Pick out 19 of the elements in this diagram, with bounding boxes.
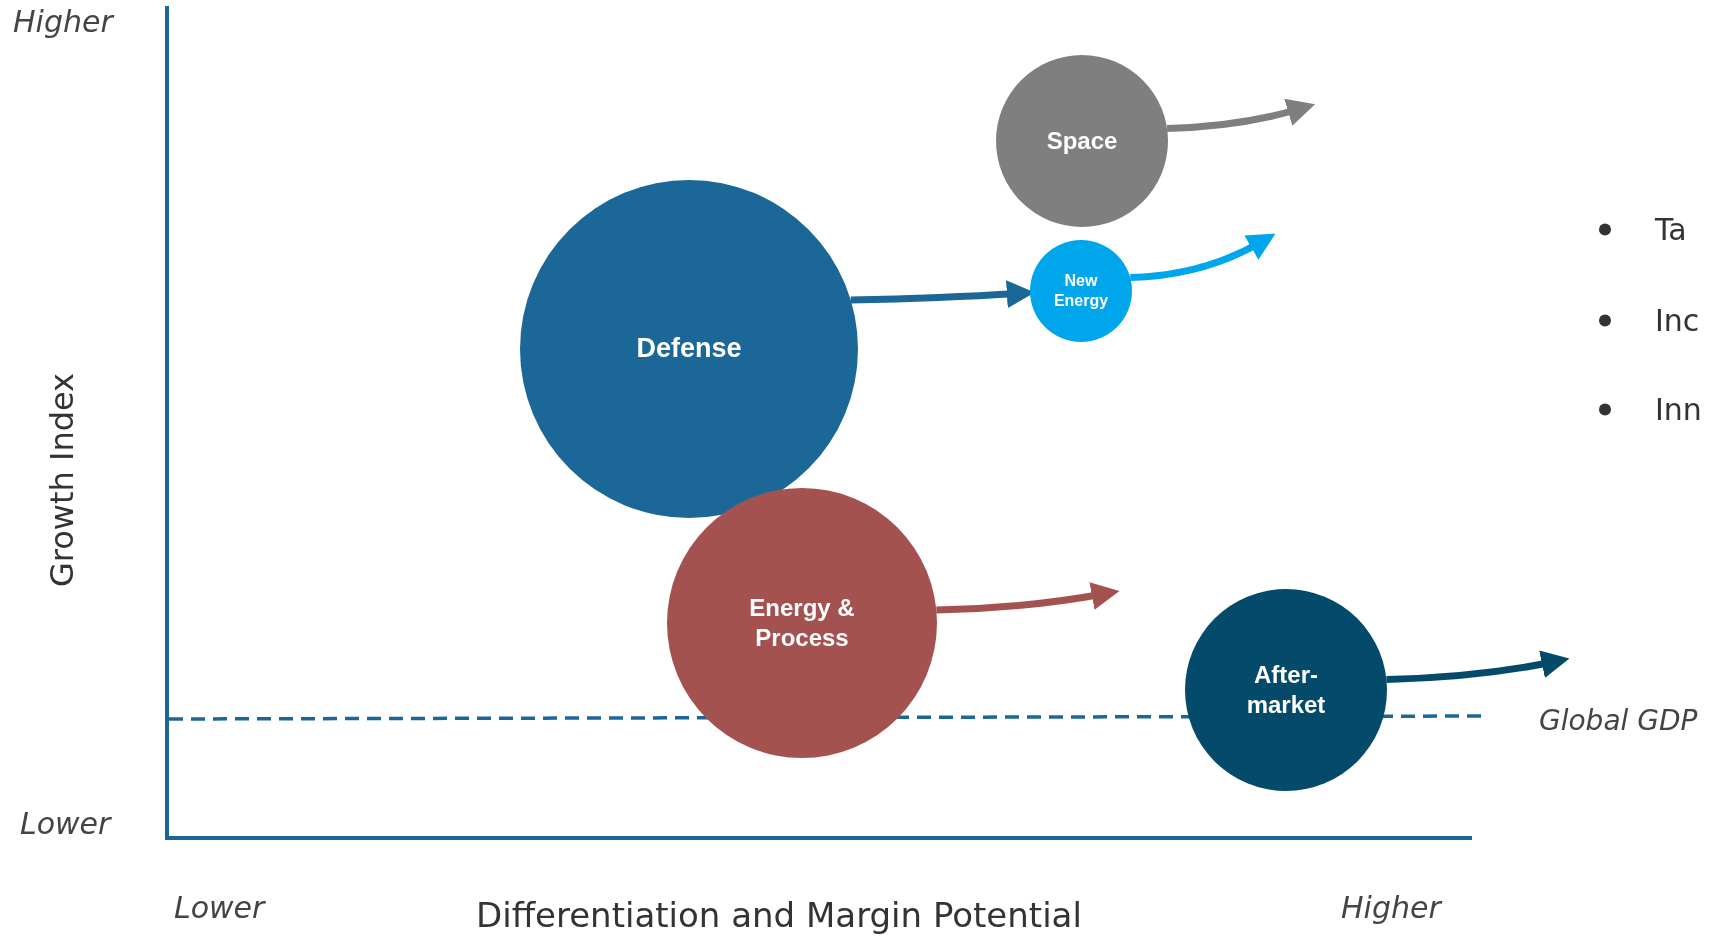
bubble-label: New Energy bbox=[1052, 271, 1110, 311]
axis-end-label: Lower bbox=[174, 890, 265, 925]
arrow bbox=[936, 582, 1120, 614]
reference-line-label: Global GDP bbox=[1539, 704, 1698, 737]
bullet-item: Inn bbox=[1655, 392, 1702, 427]
arrow bbox=[1166, 98, 1316, 132]
axis-title: Differentiation and Margin Potential bbox=[476, 895, 1082, 935]
axis-end-label: Higher bbox=[13, 4, 113, 39]
bubble-label: Energy & Process bbox=[748, 593, 856, 653]
axis-title: Growth Index bbox=[43, 372, 82, 588]
arrow bbox=[1386, 650, 1570, 683]
bullet-item: Ta bbox=[1655, 212, 1687, 247]
bullet-item: Inc bbox=[1655, 303, 1700, 338]
bubble-label: After- market bbox=[1245, 660, 1327, 720]
bubble-label: Space bbox=[1046, 126, 1118, 156]
axis-end-label: Lower bbox=[20, 806, 111, 841]
bubble-label: Defense bbox=[636, 332, 742, 366]
arrow bbox=[1130, 233, 1276, 282]
axis-end-label: Higher bbox=[1341, 890, 1441, 925]
